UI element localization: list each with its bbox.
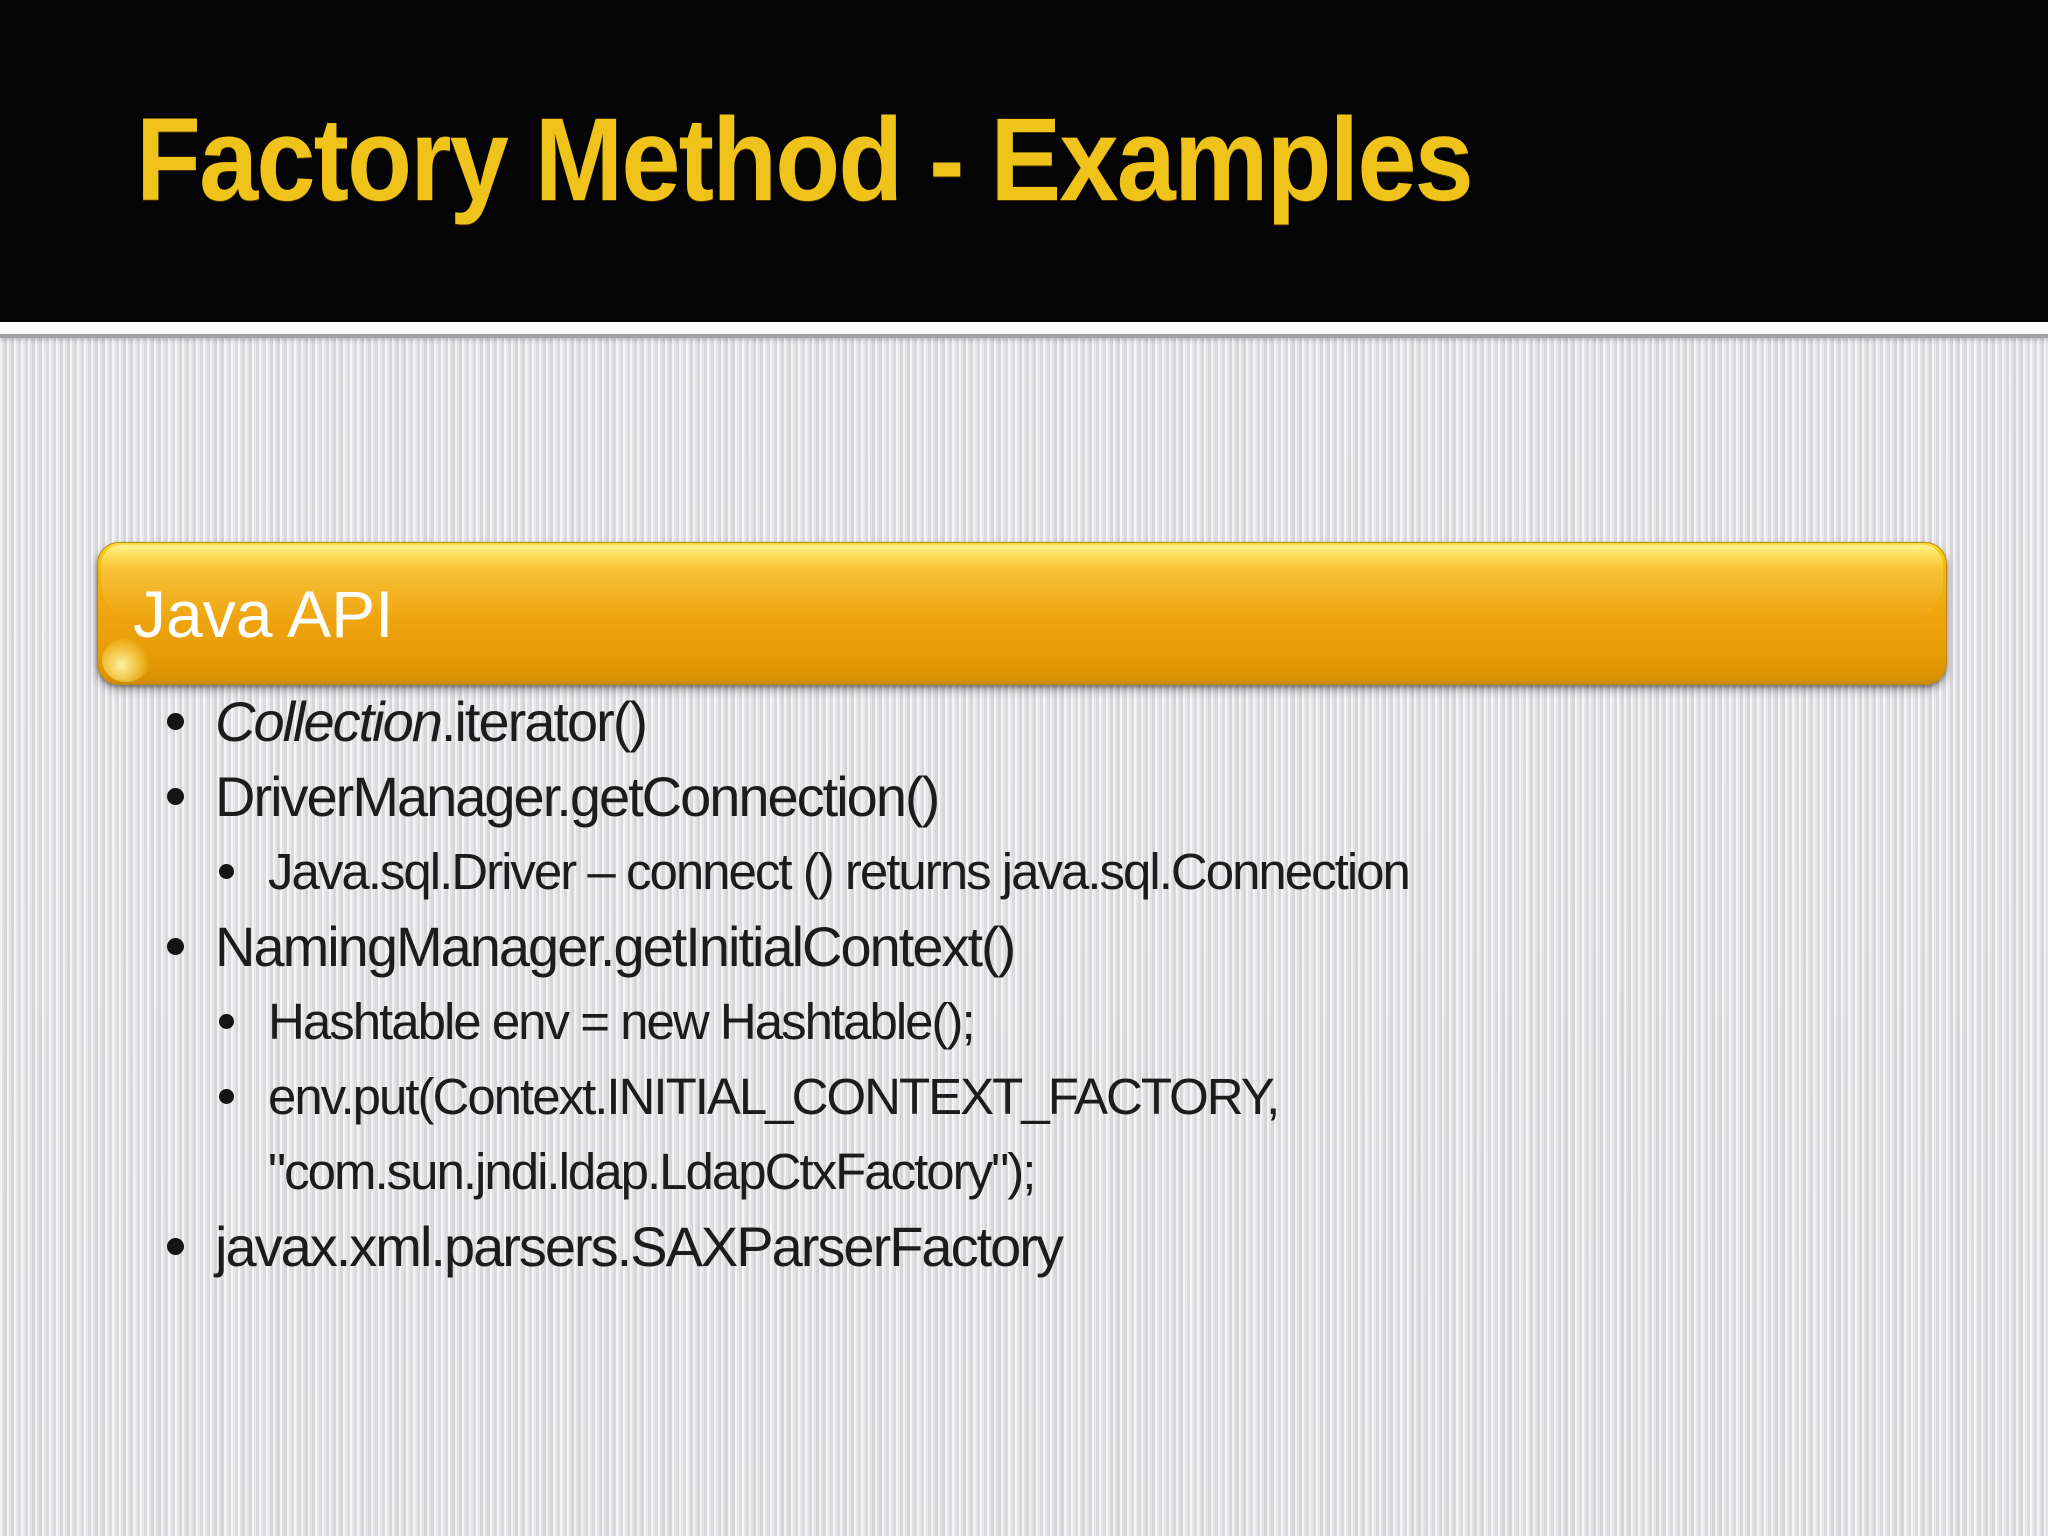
list-item: Collection.iterator() bbox=[167, 684, 1980, 759]
header-separator bbox=[0, 322, 2048, 334]
list-item: env.put(Context.INITIAL_CONTEXT_FACTORY,… bbox=[219, 1059, 1980, 1209]
bullet-text: Collection.iterator() bbox=[215, 690, 648, 753]
bullet-dot bbox=[219, 1014, 234, 1029]
bullet-text: DriverManager.getConnection() bbox=[215, 765, 940, 828]
list-item: DriverManager.getConnection() bbox=[167, 759, 1980, 834]
bullet-dot bbox=[219, 864, 234, 879]
bullet-text: env.put(Context.INITIAL_CONTEXT_FACTORY,… bbox=[268, 1068, 1280, 1200]
list-item: javax.xml.parsers.SAXParserFactory bbox=[167, 1209, 1980, 1284]
slide-header: Factory Method - Examples bbox=[0, 0, 2048, 322]
bullet-text: Java.sql.Driver – connect () returns jav… bbox=[268, 843, 1411, 900]
bullet-dot bbox=[219, 1089, 234, 1104]
bullet-text: NamingManager.getInitialContext() bbox=[215, 915, 1016, 978]
bullet-dot bbox=[167, 1238, 184, 1255]
bullet-text: javax.xml.parsers.SAXParserFactory bbox=[215, 1215, 1064, 1278]
bullet-text: Hashtable env = new Hashtable(); bbox=[268, 993, 976, 1050]
bullet-dot bbox=[167, 938, 184, 955]
list-item: Hashtable env = new Hashtable(); bbox=[219, 984, 1980, 1059]
section-banner-label: Java API bbox=[133, 576, 394, 651]
bullet-dot bbox=[167, 713, 184, 730]
section-banner: Java API bbox=[97, 542, 1947, 685]
bullet-list: Collection.iterator() DriverManager.getCo… bbox=[0, 684, 1980, 1284]
header-separator-line bbox=[0, 334, 2048, 338]
list-item: Java.sql.Driver – connect () returns jav… bbox=[219, 834, 1980, 909]
slide-title: Factory Method - Examples bbox=[136, 94, 1474, 226]
list-item: NamingManager.getInitialContext() bbox=[167, 909, 1980, 984]
bullet-dot bbox=[167, 788, 184, 805]
